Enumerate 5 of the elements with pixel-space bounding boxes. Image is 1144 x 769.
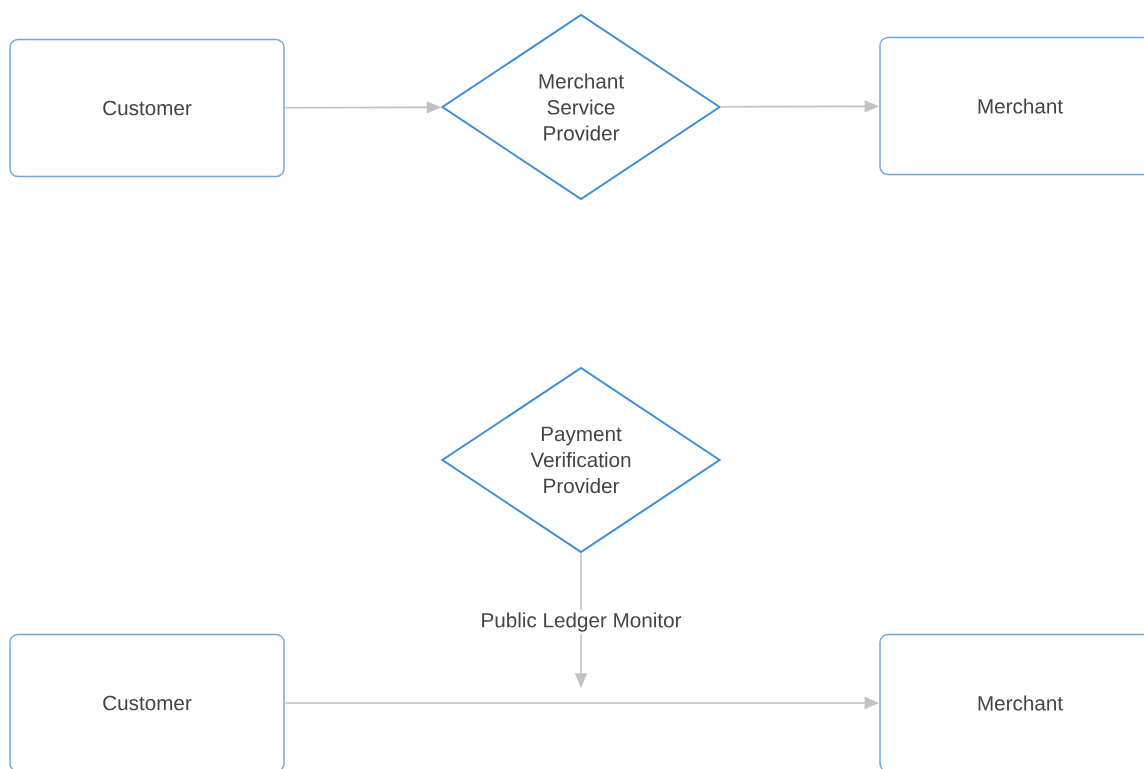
process-box: Merchant <box>879 633 1144 769</box>
process-box: Merchant <box>879 36 1144 176</box>
process-box: Customer <box>9 38 285 178</box>
process-box: Customer <box>9 633 285 769</box>
edge-label: Public Ledger Monitor <box>477 609 685 635</box>
